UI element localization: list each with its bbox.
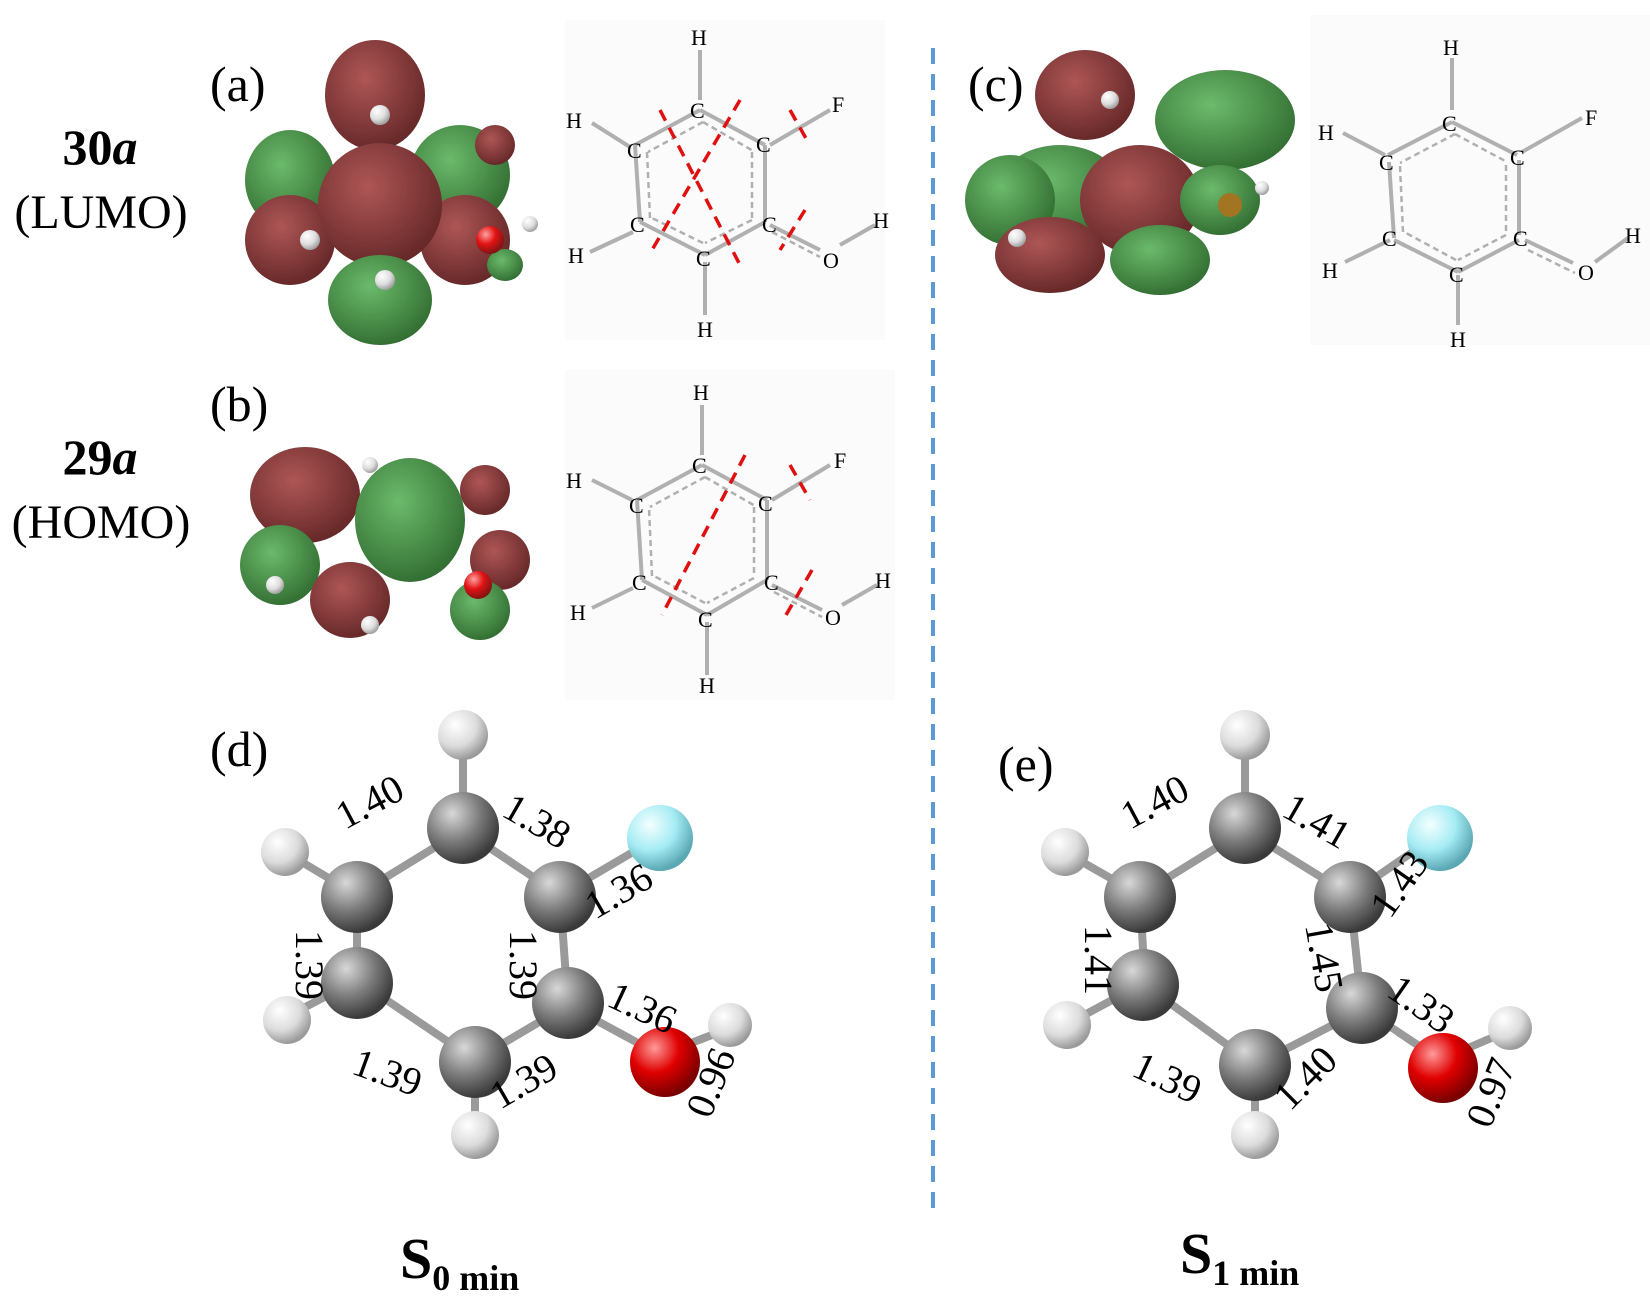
atom-label: H [1625, 223, 1641, 248]
atom-label: H [570, 600, 586, 625]
atom-label: H [693, 380, 709, 405]
bond-length-label: 1.38 [496, 784, 579, 858]
atom-label: F [834, 448, 846, 473]
atom-label: H [1318, 120, 1334, 145]
atom-label: C [698, 607, 713, 632]
homo-orbital-name: 29a [62, 429, 138, 485]
atom-label: C [630, 212, 645, 237]
panel-label-b: (b) [210, 376, 269, 432]
panel-label-a: (a) [210, 56, 266, 112]
atom-label: C [690, 98, 705, 123]
atom-label: C [696, 246, 711, 271]
atom-label: C [627, 138, 642, 163]
homo-orbital-image [240, 447, 530, 640]
bond-length-label: 1.39 [501, 930, 546, 1000]
bond-length-label: 1.40 [1113, 765, 1196, 838]
atom-label: O [823, 248, 839, 273]
atom-label: O [1578, 260, 1594, 285]
atom-label: C [692, 453, 707, 478]
atom-label: H [697, 317, 713, 342]
lumo-orbital-type: (LUMO) [14, 186, 188, 239]
atom-label: H [1443, 35, 1459, 60]
atom-label: H [568, 243, 584, 268]
atom-label: C [1510, 145, 1525, 170]
s1-orbital-image [965, 50, 1295, 295]
bond-length-label: 1.41 [1276, 784, 1359, 858]
panel-label-d: (d) [210, 721, 269, 777]
homo-nodal-structure: H H C C C F C C H C O H H [565, 370, 895, 700]
atom-label: O [825, 605, 841, 630]
panel-label-c: (c) [968, 56, 1024, 112]
atom-label: H [1322, 258, 1338, 283]
atom-label: C [1513, 226, 1528, 251]
atom-label: H [873, 208, 889, 233]
bond-length-label: 1.39 [287, 930, 332, 1000]
atom-label: C [756, 132, 771, 157]
atom-label: C [1379, 150, 1394, 175]
atom-label: H [1450, 327, 1466, 352]
atom-label: C [632, 570, 647, 595]
atom-label: H [691, 25, 707, 50]
s1-molecule: 1.40 1.41 1.43 1.41 1.45 1.33 1.39 1.40 … [1041, 710, 1532, 1159]
atom-label: C [762, 212, 777, 237]
atom-label: C [1449, 262, 1464, 287]
atom-label: H [566, 468, 582, 493]
atom-label: C [758, 491, 773, 516]
state-label-s0: S0 min [400, 1226, 520, 1298]
lumo-orbital-name: 30a [62, 119, 138, 175]
atom-label: F [1585, 105, 1597, 130]
panel-label-e: (e) [998, 736, 1054, 792]
state-label-s1: S1 min [1180, 1221, 1300, 1293]
bond-length-label: 1.39 [347, 1039, 428, 1105]
bond-length-label: 1.40 [328, 765, 411, 838]
bond-length-label: 1.39 [1126, 1042, 1208, 1112]
atom-label: C [629, 493, 644, 518]
atom-label: H [699, 673, 715, 698]
homo-orbital-type: (HOMO) [11, 496, 191, 549]
atom-label: H [566, 108, 582, 133]
s1-structure: H H C C C F C C H C O H H [1310, 15, 1650, 352]
bond-length-label: 1.41 [1076, 925, 1121, 995]
atom-label: C [764, 570, 779, 595]
atom-label: F [832, 92, 844, 117]
atom-label: C [1382, 226, 1397, 251]
lumo-nodal-structure: H H C C C F C C H C O H H [565, 20, 889, 342]
atom-label: C [1442, 111, 1457, 136]
atom-label: H [875, 568, 891, 593]
s0-molecule: 1.40 1.38 1.36 1.39 1.39 1.36 1.39 1.39 … [261, 710, 752, 1159]
lumo-orbital-image [245, 40, 538, 345]
